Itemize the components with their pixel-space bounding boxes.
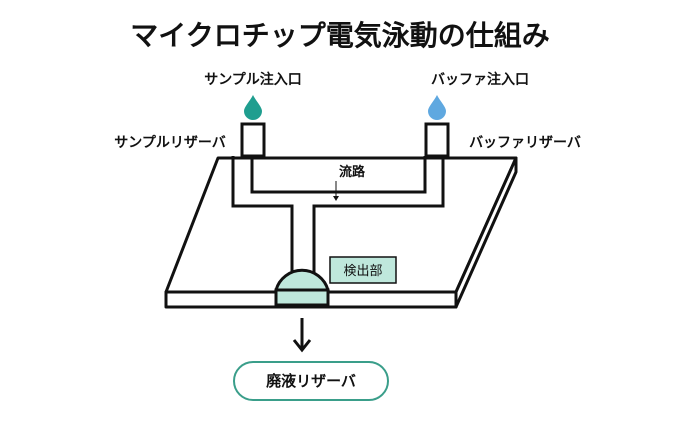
buffer-drop-icon <box>428 95 446 120</box>
detector-label: 検出部 <box>343 264 382 279</box>
detector <box>274 268 330 307</box>
sample-inlet-label: サンプル注入口 <box>204 71 302 88</box>
sample-drop-icon <box>244 95 262 120</box>
flow-channel <box>231 156 445 272</box>
diagram-title: マイクロチップ電気泳動の仕組み <box>130 19 549 52</box>
channel-pointer-head <box>333 196 339 201</box>
waste-arrow-head <box>292 339 312 353</box>
sample-reservoir-label: サンプルリザーバ <box>114 135 225 151</box>
waste-reservoir <box>233 361 389 401</box>
buffer-reservoir-label: バッファリザーバ <box>469 135 581 151</box>
chip-side-edge <box>454 156 518 309</box>
detector-dome <box>274 268 330 292</box>
waste-reservoir-label: 廃液リザーバ <box>266 372 356 390</box>
buffer-reservoir <box>424 122 450 158</box>
channel-label: 流路 <box>339 164 366 180</box>
buffer-inlet-label: バッファ注入口 <box>431 71 529 88</box>
sample-reservoir <box>240 122 266 158</box>
detector-label-box <box>329 256 397 284</box>
detector-base <box>274 288 330 307</box>
